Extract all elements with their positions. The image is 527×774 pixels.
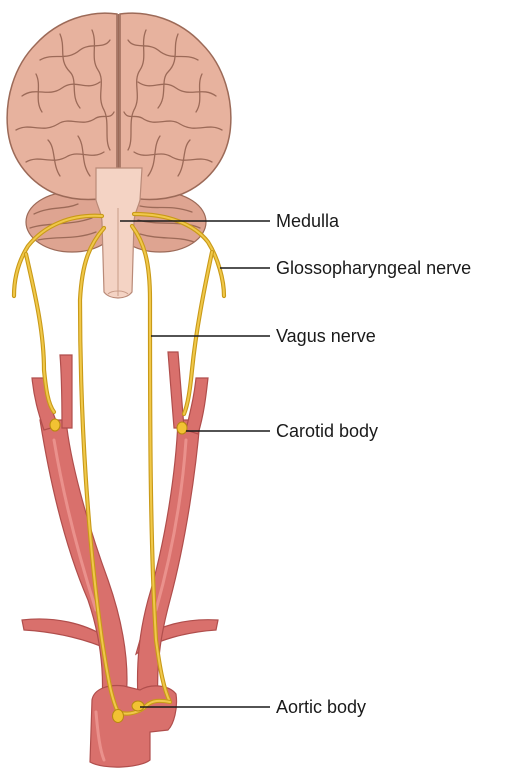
right-subclavian-artery — [134, 619, 219, 656]
right-external-carotid — [185, 377, 209, 435]
aortic-body-left — [112, 709, 124, 723]
left-hemisphere — [6, 12, 118, 201]
brain-illustration — [6, 12, 232, 299]
right-internal-carotid — [167, 351, 185, 429]
carotid-body-right — [176, 421, 188, 435]
carotid-body-left — [49, 418, 61, 432]
left-internal-carotid — [59, 354, 73, 429]
right-hemisphere — [119, 12, 232, 201]
label-medulla: Medulla — [276, 211, 340, 231]
aorta — [89, 684, 178, 768]
nerves — [11, 211, 227, 716]
chemoreceptor-bodies — [49, 418, 188, 723]
medulla-stem — [95, 167, 143, 299]
label-carotid-body: Carotid body — [276, 421, 378, 441]
label-aortic-body: Aortic body — [276, 697, 366, 717]
aortic-body-right — [131, 700, 145, 712]
leader-lines — [120, 220, 270, 708]
label-glossopharyngeal-nerve: Glossopharyngeal nerve — [276, 258, 471, 278]
label-vagus-nerve: Vagus nerve — [276, 326, 376, 346]
arteries — [21, 351, 219, 768]
